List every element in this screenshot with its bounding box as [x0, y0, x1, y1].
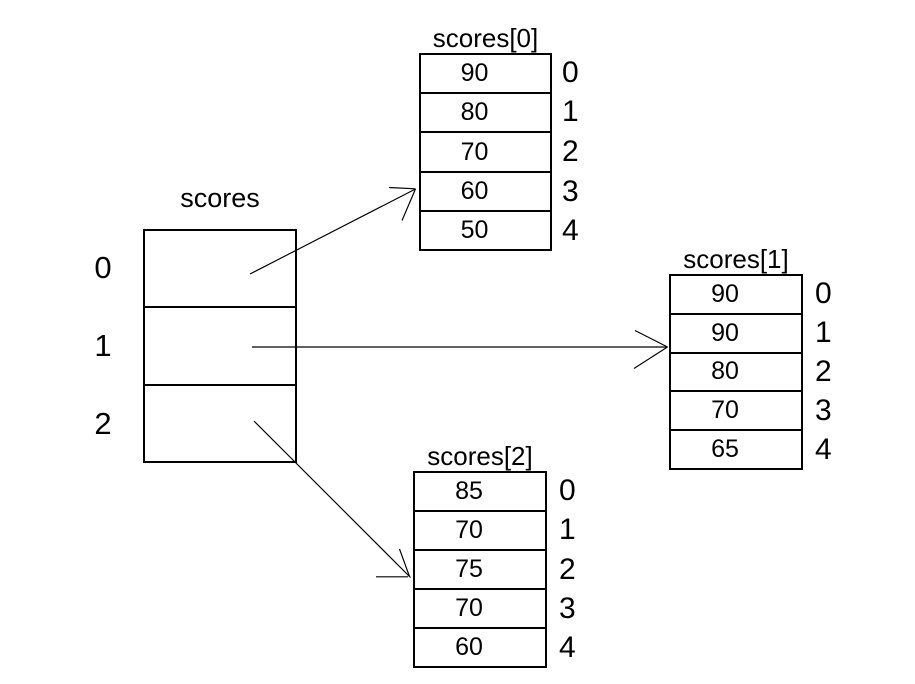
main-array-title: scores [180, 183, 260, 213]
scores0-value-4: 50 [421, 209, 550, 249]
scores1-value-3: 70 [671, 390, 801, 429]
arrow-to-scores2-barb-right [398, 548, 411, 577]
arrow-to-scores1-barb-top [634, 329, 668, 348]
scores0-value-1: 80 [421, 92, 550, 131]
scores1-value-0: 90 [711, 279, 739, 308]
scores1-value-1: 90 [671, 312, 801, 352]
scores2-index-4: 4 [559, 631, 576, 665]
scores2-index-2: 2 [559, 552, 576, 586]
scores0-value-2: 70 [421, 131, 550, 170]
arrow-to-scores0-barb-top [388, 186, 416, 190]
scores2-title: scores[2] [427, 441, 533, 471]
scores0-title: scores[0] [432, 23, 539, 53]
arrow-to-scores1 [252, 329, 668, 369]
scores0-box: 90 80 70 60 50 [419, 53, 552, 251]
main-index-1: 1 [94, 328, 112, 363]
scores2-index-1: 1 [559, 513, 576, 547]
scores1-box: 90 90 80 70 65 [669, 274, 803, 470]
scores2-index-0: 0 [559, 473, 576, 507]
main-array-box [143, 229, 297, 463]
scores1-index-column: 0 1 2 3 4 [815, 274, 847, 470]
scores1-index-0: 0 [815, 276, 832, 310]
scores1-index-2: 2 [815, 355, 832, 388]
scores0-index-1: 1 [562, 95, 579, 129]
main-pointer-cell-2 [145, 383, 295, 461]
arrow-to-scores0-barb-bottom [401, 188, 417, 221]
scores1-index-4: 4 [815, 433, 832, 467]
scores1-index-3: 3 [815, 394, 832, 428]
scores0-value-3: 60 [421, 170, 550, 210]
arrow-to-scores1-barb-bottom [633, 346, 668, 369]
scores2-value-3: 70 [415, 588, 545, 627]
scores2-value-0: 85 [455, 477, 483, 505]
scores2-value-4: 60 [415, 627, 545, 666]
main-index-2: 2 [94, 406, 112, 441]
main-pointer-cell-0 [145, 231, 295, 306]
scores1-value-2: 80 [671, 351, 801, 391]
scores1-index-1: 1 [815, 315, 832, 349]
scores2-value-1: 70 [415, 510, 545, 549]
scores0-index-2: 2 [562, 134, 579, 168]
scores0-index-column: 0 1 2 3 4 [562, 53, 594, 251]
scores1-title: scores[1] [683, 244, 789, 274]
scores2-box: 85 70 75 70 60 [413, 471, 547, 668]
scores0-index-3: 3 [562, 174, 579, 208]
scores0-value-0: 90 [460, 59, 489, 88]
scores0-index-0: 0 [562, 55, 579, 89]
main-array-index-column: 0 1 2 [84, 229, 122, 463]
scores2-index-3: 3 [559, 591, 576, 625]
scores0-index-4: 4 [562, 214, 579, 248]
scores2-value-2: 75 [415, 549, 545, 588]
scores1-value-4: 65 [671, 429, 801, 468]
main-index-0: 0 [94, 250, 112, 285]
main-pointer-cell-1 [145, 306, 295, 383]
scores2-index-column: 0 1 2 3 4 [559, 471, 591, 668]
